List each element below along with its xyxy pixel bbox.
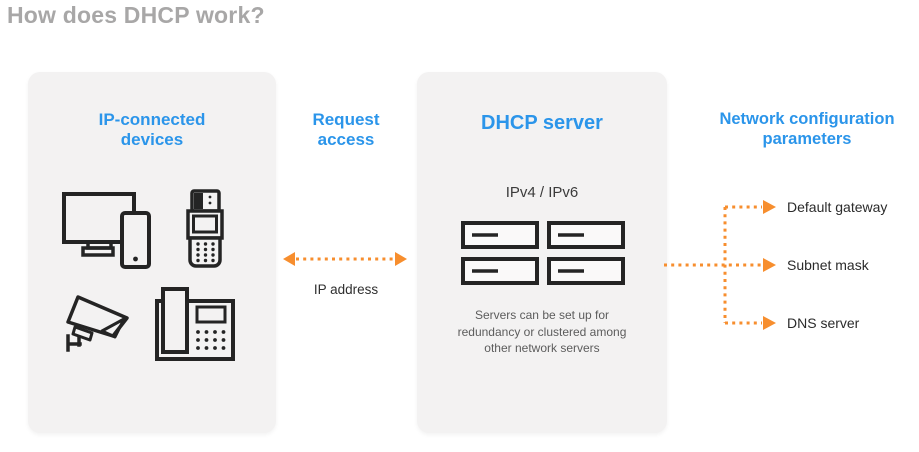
ip-devices-panel [28,72,276,433]
server-unit-icon [547,257,625,285]
server-cluster [461,221,625,285]
branch-connector-icon [664,200,776,330]
ip-versions-label: IPv4 / IPv6 [505,184,579,201]
ip-address-label: IP address [313,282,379,297]
server-unit-icon [461,221,539,249]
dhcp-server-heading: DHCP server [481,112,603,134]
security-camera-icon [66,295,129,352]
param-default-gateway: Default gateway [787,199,888,215]
monitor-and-smartphone-icon [62,192,151,269]
card-payment-terminal-icon [186,189,224,268]
voip-desk-phone-icon [155,287,235,361]
server-caption: Servers can be set up for redundancy or … [457,308,627,356]
ip-devices-heading: IP-connected devices [98,110,206,150]
network-params-heading: Network configuration parameters [719,110,895,148]
server-unit-icon [547,221,625,249]
page-title: How does DHCP work? [7,2,265,28]
request-access-heading: Request access [312,110,380,150]
bidirectional-dotted-arrow-icon [283,252,407,266]
param-dns-server: DNS server [787,315,860,331]
dhcp-server-panel [417,72,667,433]
server-unit-icon [461,257,539,285]
param-subnet-mask: Subnet mask [787,257,869,273]
